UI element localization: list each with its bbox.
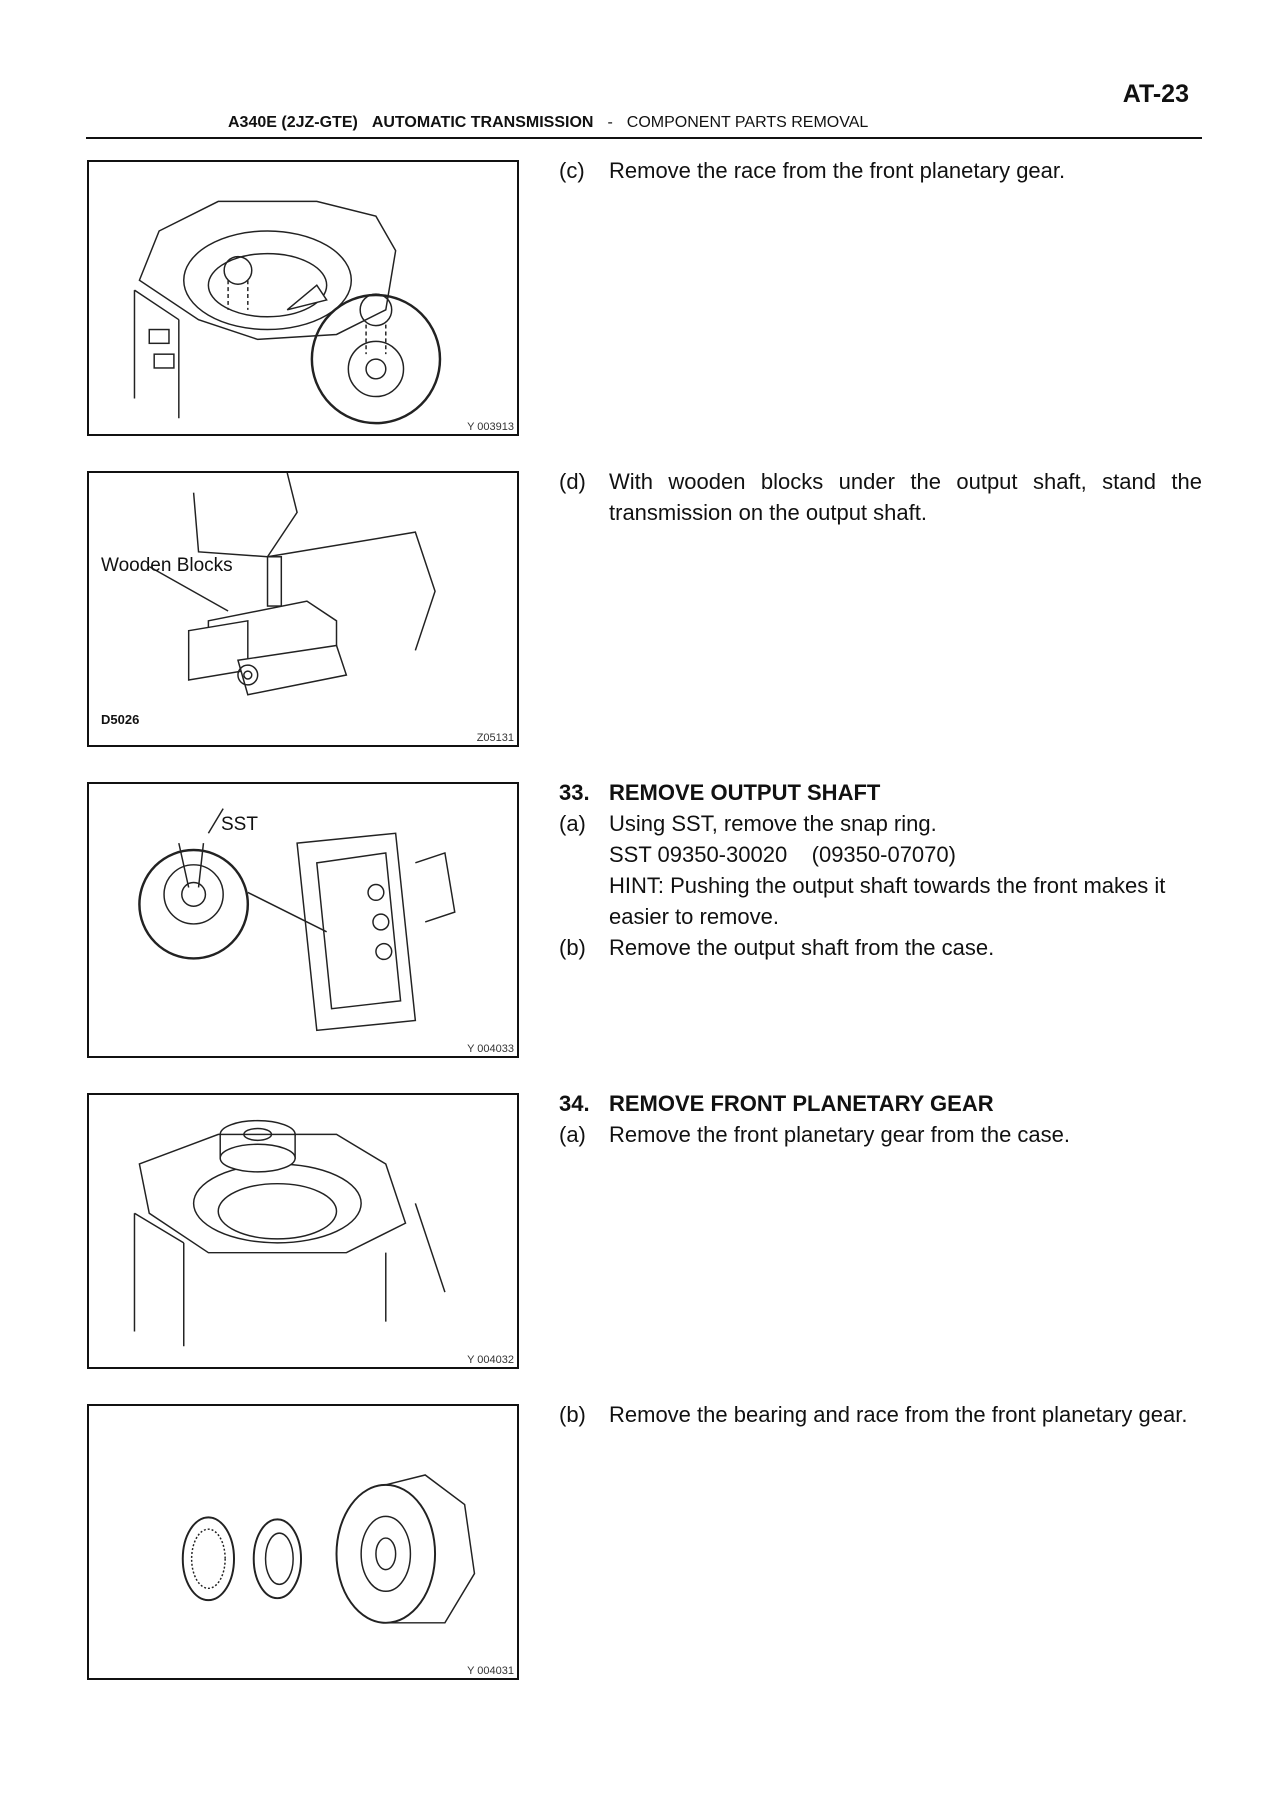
figure-snap-ring-removal: SST Y 004033: [87, 782, 519, 1058]
header-section: AUTOMATIC TRANSMISSION: [371, 114, 594, 131]
step-text: Remove the bearing and race from the fro…: [609, 1402, 1188, 1427]
figure-id: Y 003913: [467, 421, 514, 433]
step-marker: (a): [559, 1122, 586, 1147]
step-marker: (b): [559, 935, 586, 960]
bearing-race-gear-illustration: [181, 1474, 476, 1624]
step-34: 34. REMOVE FRONT PLANETARY GEAR (a) Remove…: [559, 1088, 1202, 1150]
figure-code: D5026: [101, 712, 140, 727]
step-33: 33. REMOVE OUTPUT SHAFT (a) Using SST, rem…: [559, 777, 1202, 963]
figure-id: Y 004033: [467, 1043, 514, 1055]
step-marker: (b): [559, 1402, 586, 1427]
transmission-case-illustration: [133, 200, 442, 425]
output-shaft-illustration: [138, 808, 456, 1032]
header-separator: -: [607, 114, 613, 131]
figure-id: Y 004032: [467, 1354, 514, 1366]
step-number: 33.: [559, 780, 590, 805]
step-text: Remove the race from the front planetary…: [609, 158, 1066, 183]
header-topic: COMPONENT PARTS REMOVAL: [626, 114, 869, 131]
step-marker: (d): [559, 469, 586, 494]
page-number: AT-23: [1122, 80, 1189, 108]
step-title: REMOVE FRONT PLANETARY GEAR: [609, 1091, 994, 1116]
planetary-gear-case-illustration: [133, 1119, 446, 1347]
step-text: Remove the front planetary gear from the…: [609, 1122, 1071, 1147]
step-34b: (b) Remove the bearing and race from the …: [559, 1399, 1202, 1430]
callout-wooden-blocks: Wooden Blocks: [101, 555, 233, 576]
hint-text: HINT: Pushing the output shaft towards t…: [609, 873, 1166, 929]
figure-bearing-race: Y 004031: [87, 1404, 519, 1680]
step-text: With wooden blocks under the output shaf…: [609, 469, 1202, 525]
figure-race-removal: Y 003913: [87, 160, 519, 436]
step-d: (d) With wooden blocks under the output s…: [559, 466, 1202, 528]
header-rule: [86, 137, 1202, 139]
step-text: Using SST, remove the snap ring.: [609, 811, 937, 836]
step-marker: (c): [559, 158, 585, 183]
step-number: 34.: [559, 1091, 590, 1116]
figure-wooden-blocks: Wooden Blocks D5026 Z05131: [87, 471, 519, 747]
wooden-blocks-illustration: [148, 473, 436, 696]
step-c: (c) Remove the race from the front planet…: [559, 155, 1202, 186]
figure-planetary-gear-removal: Y 004032: [87, 1093, 519, 1369]
callout-sst: SST: [221, 814, 258, 835]
page-header: A340E (2JZ-GTE) AUTOMATIC TRANSMISSION-CO…: [228, 114, 882, 132]
step-text: Remove the output shaft from the case.: [609, 935, 995, 960]
step-marker: (a): [559, 811, 586, 836]
step-title: REMOVE OUTPUT SHAFT: [609, 780, 881, 805]
header-model: A340E (2JZ-GTE): [228, 114, 358, 131]
figure-id: Z05131: [476, 732, 514, 744]
figure-id: Y 004031: [467, 1665, 514, 1677]
sst-number: SST 09350-30020 (09350-07070): [609, 842, 956, 867]
